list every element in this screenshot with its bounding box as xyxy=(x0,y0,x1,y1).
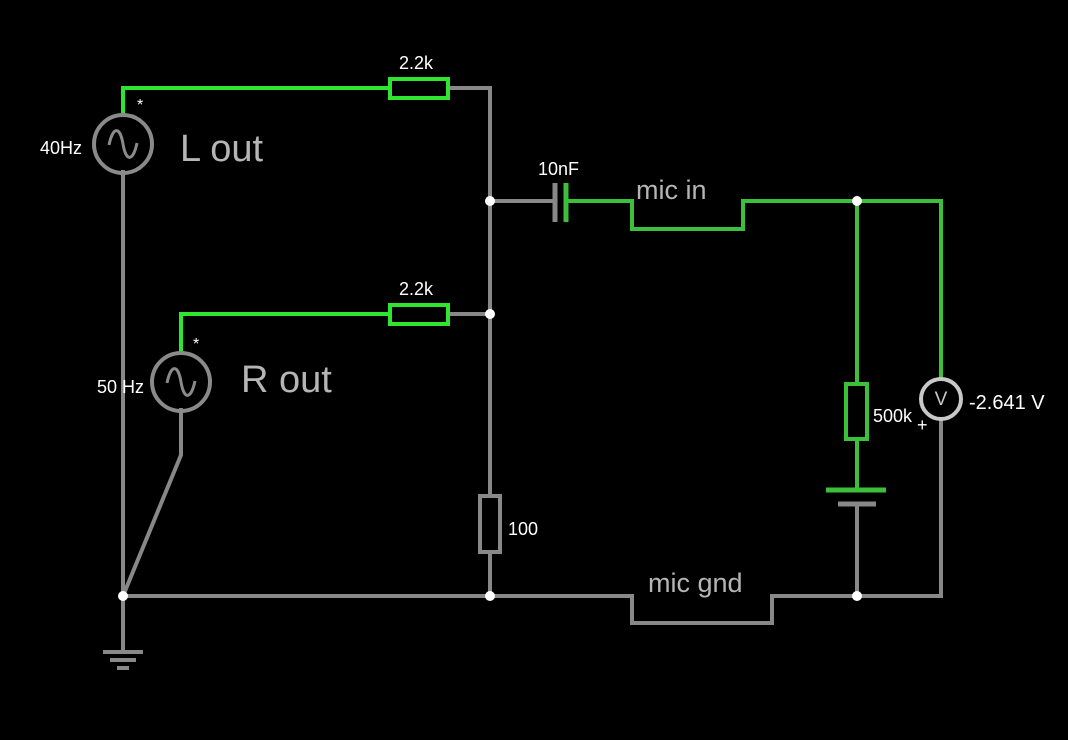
ac-source-left-icon[interactable] xyxy=(92,113,154,175)
source-left-name: L out xyxy=(180,128,264,170)
meter-symbol: V xyxy=(935,389,948,410)
resistor-load[interactable] xyxy=(844,382,869,441)
resistor-load-value: 500k xyxy=(873,406,913,426)
resistor-middle[interactable] xyxy=(388,303,450,326)
wire-l-source-out xyxy=(121,86,392,116)
source-left-frequency: 40Hz xyxy=(40,138,82,158)
ground-symbol-icon xyxy=(103,650,143,670)
mic-gnd-label: mic gnd xyxy=(648,568,743,598)
meter-reading: -2.641 V xyxy=(969,392,1045,414)
resistor-bottom[interactable] xyxy=(478,494,502,554)
junction-nodes xyxy=(118,196,862,601)
wire-r-source-ground xyxy=(120,408,183,599)
node-mic-in xyxy=(852,196,862,206)
capacitor-10nf[interactable] xyxy=(552,183,569,222)
source-left-marker: * xyxy=(137,97,143,114)
source-right-name: R out xyxy=(241,359,332,401)
meter-polarity: + xyxy=(917,415,928,435)
battery[interactable] xyxy=(826,487,886,507)
wire-main-vertical xyxy=(446,86,492,498)
source-right-frequency: 50 Hz xyxy=(97,377,144,397)
wire-mic-gnd-segment xyxy=(630,594,774,625)
node-mid xyxy=(485,309,495,319)
resistor-bottom-value: 100 xyxy=(508,519,538,539)
ac-source-right-icon[interactable] xyxy=(150,351,212,413)
resistor-middle-value: 2.2k xyxy=(399,279,434,299)
wire-mic-in xyxy=(566,199,943,384)
source-right-marker: * xyxy=(193,336,199,353)
wire-r-source-out xyxy=(179,312,392,354)
resistor-top[interactable] xyxy=(388,77,450,100)
node-ground-left xyxy=(118,591,128,601)
mic-in-label: mic in xyxy=(636,175,707,205)
node-mic-gnd xyxy=(852,591,862,601)
node-capacitor xyxy=(485,196,495,206)
live-wires xyxy=(121,86,943,492)
node-ground-center xyxy=(485,591,495,601)
resistor-top-value: 2.2k xyxy=(399,53,434,73)
capacitor-value: 10nF xyxy=(538,159,579,179)
voltmeter-icon[interactable]: V xyxy=(919,377,963,421)
